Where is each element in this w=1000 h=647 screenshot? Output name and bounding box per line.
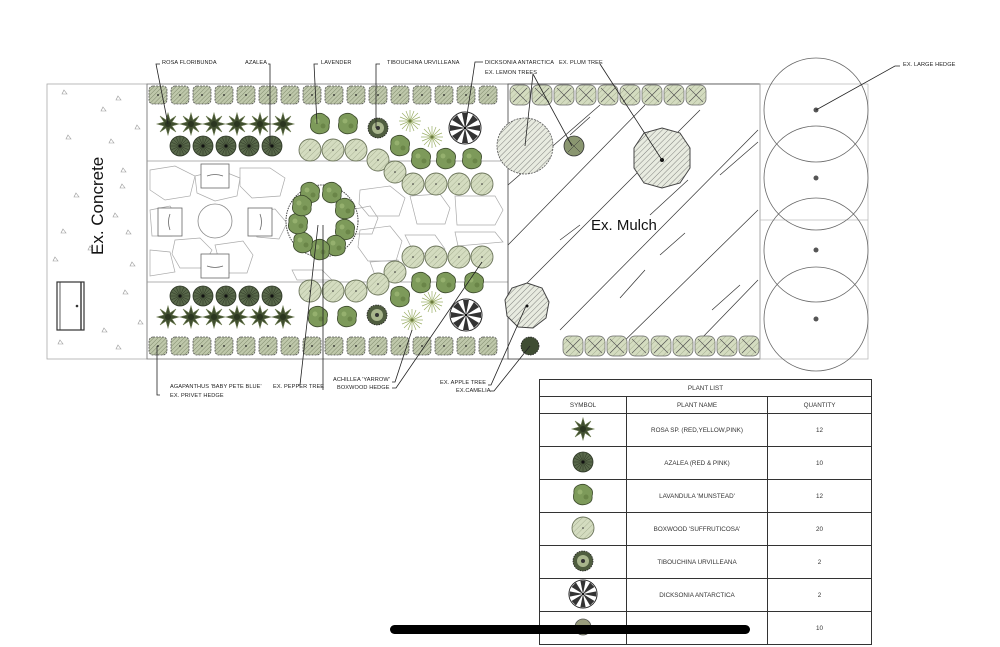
- plant-name: TIBOUCHINA URVILLEANA: [626, 545, 768, 579]
- label-large-hedge: EX. LARGE HEDGE: [903, 62, 956, 68]
- header-symbol: SYMBOL: [539, 396, 627, 414]
- table-row: AZALEA (RED & PINK) 10: [539, 446, 872, 480]
- plant-quantity: 2: [767, 578, 872, 612]
- plant-quantity: 12: [767, 479, 872, 513]
- table-row: TIBOUCHINA URVILLEANA 2: [539, 545, 872, 579]
- mulch-label: Ex. Mulch: [591, 217, 657, 234]
- azalea-symbol-icon: [539, 446, 627, 480]
- boxwood-symbol-icon: [539, 512, 627, 546]
- pepper-tree-icon: [285, 181, 359, 261]
- plant-quantity: 12: [767, 413, 872, 447]
- label-lavender: LAVENDER: [321, 60, 352, 66]
- dicksonia-symbol-icon: [539, 578, 627, 612]
- plant-name: DICKSONIA ANTARCTICA: [626, 578, 768, 612]
- plant-quantity: 2: [767, 545, 872, 579]
- label-tibouchina: TIBOUCHINA URVILLEANA: [387, 60, 460, 66]
- header-plant-name: PLANT NAME: [626, 396, 768, 414]
- privet-hedge-top: [148, 85, 498, 105]
- table-row: LAVANDULA 'MUNSTEAD' 12: [539, 479, 872, 513]
- label-camelia: EX.CAMELIA: [456, 388, 491, 394]
- plant-quantity: 20: [767, 512, 872, 546]
- label-azalea: AZALEA: [245, 60, 267, 66]
- rosa-symbol-icon: [539, 413, 627, 447]
- mulch-hedge-bottom: [562, 335, 760, 357]
- large-hedge: [759, 57, 869, 372]
- label-lemon-trees: EX. LEMON TREES: [485, 70, 537, 76]
- lavender-symbol-icon: [539, 479, 627, 513]
- patio-table-and-chairs: [157, 163, 273, 279]
- label-dicksonia: DICKSONIA ANTARCTICA: [485, 60, 554, 66]
- plant-quantity: 10: [767, 446, 872, 480]
- existing-mulch-area: Ex. Mulch: [507, 83, 761, 360]
- label-privet-hedge: EX. PRIVET HEDGE: [170, 393, 224, 399]
- concrete-label: Ex. Concrete: [88, 157, 107, 255]
- table-row: BOXWOOD 'SUFFRUTICOSA' 20: [539, 512, 872, 546]
- dicksonia-plantings: [448, 111, 483, 332]
- label-pepper-tree: EX. PEPPER TREE: [273, 384, 324, 390]
- label-plum-tree: EX. PLUM TREE: [559, 60, 603, 66]
- table-row: ROSA SP. (RED,YELLOW,PINK) 12: [539, 413, 872, 447]
- label-agapanthus: AGAPANTHUS 'BABY PETE BLUE': [170, 384, 262, 390]
- header-quantity: QUANTITY: [767, 396, 872, 414]
- plum-tree-icon: [633, 127, 691, 189]
- door-icon: [56, 281, 85, 331]
- home-indicator-bar[interactable]: [390, 625, 750, 634]
- label-rosa-floribunda: ROSA FLORIBUNDA: [162, 60, 217, 66]
- label-achillea: ACHILLEA 'YARROW': [333, 377, 390, 383]
- apple-tree-icon: [504, 282, 550, 329]
- leader-lines: [155, 61, 900, 396]
- mulch-hedge-top: [509, 84, 707, 106]
- existing-concrete-area: Ex. Concrete: [46, 83, 148, 360]
- label-boxwood-hedge: BOXWOOD HEDGE: [337, 385, 390, 391]
- plant-list-title: PLANT LIST: [539, 379, 872, 397]
- plant-name: LAVANDULA 'MUNSTEAD': [626, 479, 768, 513]
- table-row: DICKSONIA ANTARCTICA 2: [539, 578, 872, 612]
- plant-quantity: 10: [767, 611, 872, 645]
- plant-name: ROSA SP. (RED,YELLOW,PINK): [626, 413, 768, 447]
- plant-name: BOXWOOD 'SUFFRUTICOSA': [626, 512, 768, 546]
- plant-labels: ROSA FLORIBUNDA AZALEA LAVENDER TIBOUCHI…: [162, 60, 956, 399]
- plant-name: AZALEA (RED & PINK): [626, 446, 768, 480]
- label-apple-tree: EX. APPLE TREE: [440, 380, 486, 386]
- tibouchina-symbol-icon: [539, 545, 627, 579]
- plant-list-table: PLANT LIST SYMBOL PLANT NAME QUANTITY RO…: [539, 379, 872, 645]
